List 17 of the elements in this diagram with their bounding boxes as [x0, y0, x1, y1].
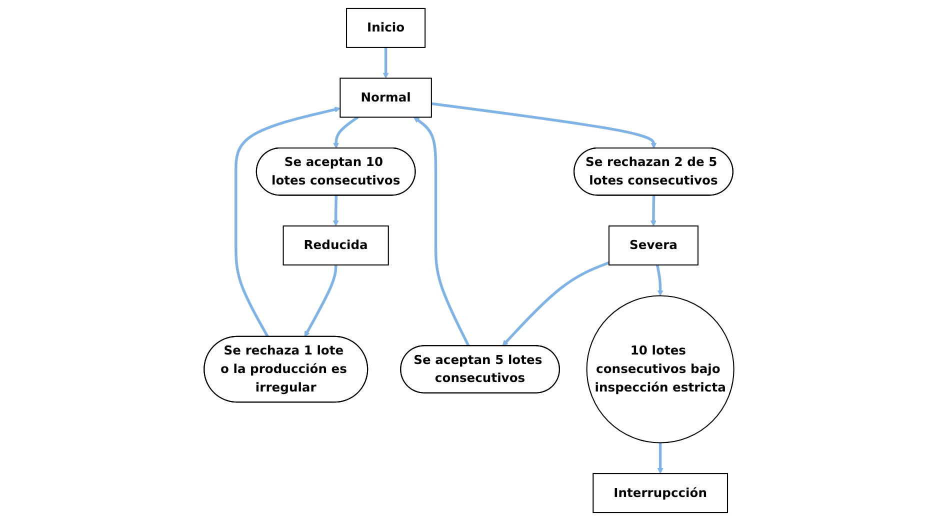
arrow [650, 196, 656, 226]
node-circle: 10 lotes consecutivos bajo inspección estricta [586, 295, 734, 444]
arrow [431, 102, 657, 149]
arrow [413, 116, 470, 347]
arrow [304, 264, 338, 338]
node-box: Severa [608, 225, 698, 266]
arrow [234, 106, 340, 338]
arrow [333, 116, 359, 149]
arrow [332, 196, 339, 226]
arrow [502, 261, 610, 346]
arrow [382, 47, 389, 78]
node-box: Inicio [346, 8, 426, 48]
node-box: Normal [340, 78, 432, 118]
arrow [656, 264, 664, 296]
node-box: Reducida [282, 225, 389, 266]
node-box: Interrupcción [592, 473, 728, 514]
arrow [657, 442, 664, 474]
